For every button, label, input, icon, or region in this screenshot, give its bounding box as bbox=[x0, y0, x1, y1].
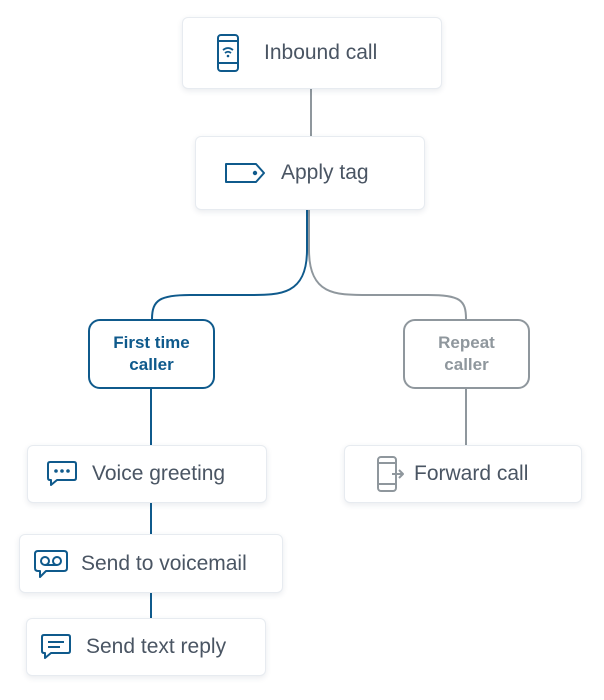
node-label: Send text reply bbox=[86, 635, 227, 658]
node-label-line-1: First time bbox=[113, 333, 190, 352]
phone-forward-icon bbox=[376, 455, 406, 493]
message-lines-icon bbox=[40, 633, 72, 661]
node-repeat-caller: Repeat caller bbox=[403, 319, 530, 389]
node-label: Send to voicemail bbox=[81, 551, 247, 575]
node-apply-tag: Apply tag bbox=[195, 136, 425, 210]
node-send-to-voicemail: Send to voicemail bbox=[19, 534, 283, 593]
voicemail-icon bbox=[33, 549, 69, 579]
chat-bubble-dots-icon bbox=[46, 460, 78, 488]
tag-icon bbox=[223, 161, 267, 185]
node-label-line-2: caller bbox=[129, 355, 174, 374]
node-label: Apply tag bbox=[281, 161, 369, 184]
node-voice-greeting: Voice greeting bbox=[27, 445, 267, 503]
node-forward-call: Forward call bbox=[344, 445, 582, 503]
node-label: Forward call bbox=[414, 462, 529, 485]
node-label-line-1: Repeat bbox=[438, 333, 495, 352]
node-label-line-2: caller bbox=[444, 355, 489, 374]
node-label: Inbound call bbox=[264, 41, 378, 64]
connector-tag-to-repeat bbox=[308, 210, 467, 320]
smartphone-wireless-icon bbox=[215, 33, 241, 73]
node-label: Voice greeting bbox=[92, 462, 226, 485]
node-send-text-reply: Send text reply bbox=[26, 618, 266, 676]
node-inbound-call: Inbound call bbox=[182, 17, 442, 89]
connector-tag-to-first-time bbox=[151, 210, 308, 320]
node-first-time-caller: First time caller bbox=[88, 319, 215, 389]
